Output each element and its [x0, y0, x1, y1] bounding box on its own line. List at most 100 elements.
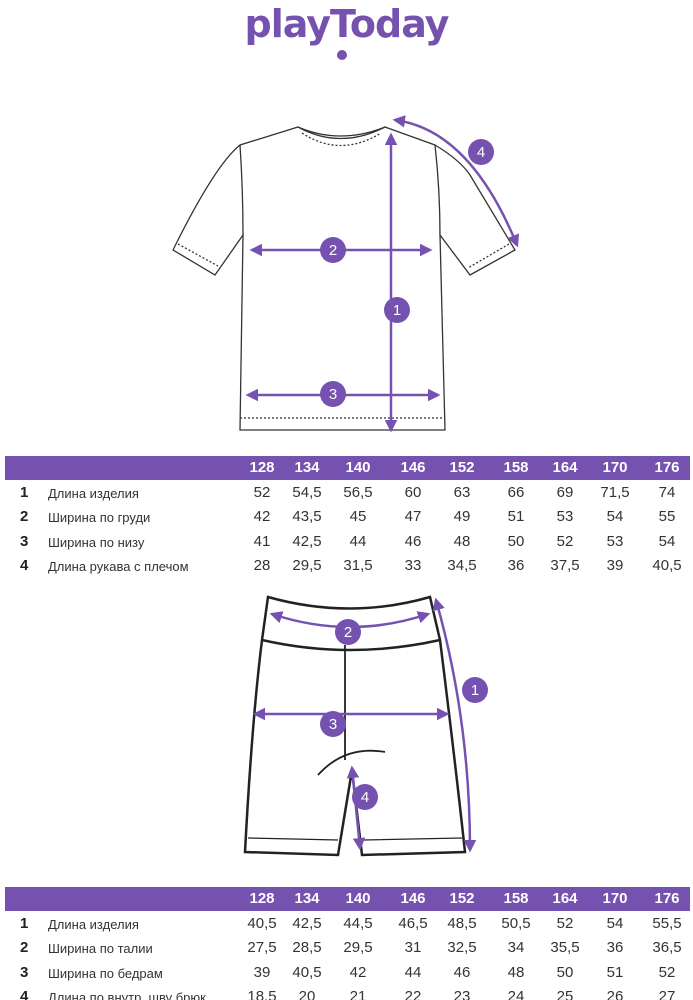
measurement-cell: 40,5: [652, 556, 682, 574]
row-number: 4: [20, 556, 29, 574]
shorts-measure-lines: [252, 597, 477, 853]
measurement-cell: 49: [453, 508, 471, 526]
measurement-cell: 54: [606, 508, 624, 526]
measurement-cell: 42: [253, 508, 271, 526]
measurement-cell: 46: [404, 532, 422, 550]
size-header-cell: 140: [345, 459, 371, 476]
row-number: 2: [20, 939, 29, 957]
measurement-cell: 54: [606, 915, 624, 932]
size-header-cell: 134: [294, 890, 320, 907]
measurement-cell: 52: [556, 532, 574, 550]
row-number: 3: [20, 532, 29, 550]
measurement-cell: 50,5: [501, 915, 531, 932]
measurement-cell: 28,5: [292, 939, 322, 957]
measurement-cell: 35,5: [550, 939, 580, 957]
row-number: 4: [20, 987, 29, 1000]
size-header-cell: 164: [552, 459, 578, 476]
measurement-cell: 29,5: [292, 556, 322, 574]
measurement-cell: 52: [658, 963, 676, 981]
measurement-cell: 29,5: [343, 939, 373, 957]
size-header-cell: 146: [400, 890, 426, 907]
measurement-cell: 51: [606, 963, 624, 981]
measurement-cell: 41: [253, 532, 271, 550]
measurement-cell: 52: [253, 484, 271, 501]
measurement-cell: 28: [253, 556, 271, 574]
measurement-cell: 36: [606, 939, 624, 957]
measurement-cell: 22: [404, 987, 422, 1000]
row-label: Ширина по груди: [48, 510, 151, 526]
measurement-cell: 32,5: [447, 939, 477, 957]
measurement-cell: 23: [453, 987, 471, 1000]
size-header-cell: 176: [654, 459, 680, 476]
row-label: Ширина по бедрам: [48, 965, 163, 981]
svg-text:4: 4: [361, 789, 369, 806]
measurement-cell: 44: [404, 963, 422, 981]
measurement-cell: 39: [606, 556, 624, 574]
size-header-cell: 170: [602, 890, 628, 907]
svg-text:2: 2: [329, 242, 337, 259]
measurement-cell: 25: [556, 987, 574, 1000]
row-label: Длина изделия: [48, 917, 139, 932]
measurement-cell: 46,5: [398, 915, 428, 932]
measurement-cell: 63: [453, 484, 471, 501]
svg-text:4: 4: [477, 144, 485, 161]
row-label: Длина рукава с плечом: [48, 558, 189, 574]
table-row: 4 Длина по внутр. шву брюк 18,5 20 21 22 23 24 2…: [5, 984, 690, 1000]
size-header-cell: 134: [294, 459, 320, 476]
measurement-cell: 44,5: [343, 915, 373, 932]
measurement-cell: 48: [507, 963, 525, 981]
measurement-cell: 21: [349, 987, 367, 1000]
measurement-cell: 56,5: [343, 484, 373, 501]
measurement-cell: 53: [556, 508, 574, 526]
shorts-marker-4: 4: [352, 784, 378, 810]
shorts-marker-3: 3: [320, 711, 346, 737]
size-header-cell: 128: [249, 459, 275, 476]
measurement-cell: 42,5: [292, 915, 322, 932]
measurement-cell: 39: [253, 963, 271, 981]
measurement-cell: 34,5: [447, 556, 477, 574]
measurement-cell: 55,5: [652, 915, 682, 932]
measurement-cell: 55: [658, 508, 676, 526]
size-header-cell: 140: [345, 890, 371, 907]
measurement-cell: 27: [658, 987, 676, 1000]
measurement-cell: 51: [507, 508, 525, 526]
shorts-marker-2: 2: [335, 619, 361, 645]
row-number: 1: [20, 484, 29, 501]
measurement-cell: 66: [507, 484, 525, 501]
brand-logo: playToday: [0, 2, 693, 46]
measurement-cell: 45: [349, 508, 367, 526]
size-header-cell: 152: [449, 890, 475, 907]
measurement-cell: 40,5: [292, 963, 322, 981]
measurement-cell: 31,5: [343, 556, 373, 574]
measurement-cell: 44: [349, 532, 367, 550]
row-label: Длина по внутр. шву брюк: [48, 989, 206, 1000]
measurement-cell: 26: [606, 987, 624, 1000]
measurement-cell: 50: [556, 963, 574, 981]
measurement-cell: 71,5: [600, 484, 630, 501]
measurement-cell: 18,5: [247, 987, 277, 1000]
size-header-cell: 152: [449, 459, 475, 476]
size-header-cell: 164: [552, 890, 578, 907]
row-number: 2: [20, 508, 29, 526]
measurement-cell: 47: [404, 508, 422, 526]
size-header-cell: 128: [249, 890, 275, 907]
row-number: 3: [20, 963, 29, 981]
measurement-cell: 42: [349, 963, 367, 981]
measurement-cell: 24: [507, 987, 525, 1000]
measurement-cell: 33: [404, 556, 422, 574]
row-label: Длина изделия: [48, 486, 139, 501]
tshirt-marker-3: 3: [320, 381, 346, 407]
tshirt-measure-lines: [245, 115, 519, 433]
size-header-cell: 158: [503, 890, 529, 907]
measurement-cell: 40,5: [247, 915, 277, 932]
measurement-cell: 20: [298, 987, 316, 1000]
tshirt-marker-4: 4: [468, 139, 494, 165]
measurement-cell: 53: [606, 532, 624, 550]
